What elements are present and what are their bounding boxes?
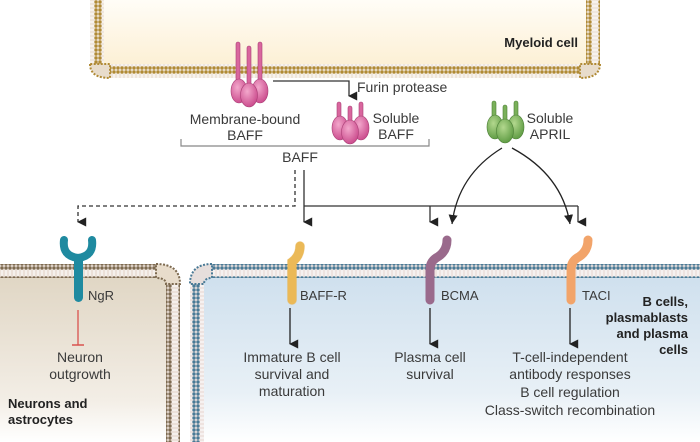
neurons-astrocytes-label-2: astrocytes <box>8 412 73 427</box>
membrane-bound-baff-trimer <box>230 41 269 108</box>
b-cell-membrane <box>212 264 700 278</box>
ngr-label: NgR <box>88 288 114 303</box>
soluble-april-label: Soluble <box>527 110 574 126</box>
b-cell-interior <box>200 276 700 442</box>
taci-outcome-line-2: antibody responses <box>509 366 630 382</box>
membrane-bound-baff-label: Membrane-bound <box>190 111 301 127</box>
bcma-receptor <box>425 235 452 305</box>
baffr-receptor <box>287 241 305 305</box>
b-cells-label: B cells, <box>642 294 688 309</box>
baffr-label: BAFF-R <box>300 288 347 303</box>
furin-cleavage-arrow <box>273 80 358 101</box>
ngr-outcome-line-1: Neuron <box>57 349 103 365</box>
furin-protease-label: Furin protease <box>357 79 447 95</box>
neuron-cell-interior <box>0 276 170 442</box>
april-to-taci-arrow <box>511 147 574 225</box>
april-to-bcma-arrow <box>448 147 503 225</box>
taci-outcome-line-3: B cell regulation <box>520 384 620 400</box>
b-cell: B cells, plasmablasts and plasma cells <box>188 262 700 442</box>
taci-outcome-line-4: Class-switch recombination <box>485 402 655 418</box>
membrane-bound-baff-label-2: BAFF <box>227 127 263 143</box>
ngr-receptor <box>59 236 97 302</box>
soluble-april-label-2: APRIL <box>530 126 571 142</box>
myeloid-cell: Myeloid cell <box>88 0 602 80</box>
myeloid-cell-label: Myeloid cell <box>504 35 578 50</box>
myeloid-membrane <box>110 64 580 78</box>
b-cells-label-2: plasmablasts <box>606 310 688 325</box>
baffr-outcome-line-3: maturation <box>259 383 325 399</box>
baff-group-label: BAFF <box>282 149 318 165</box>
myeloid-cell-interior <box>100 0 590 68</box>
soluble-baff-label: Soluble <box>373 110 420 126</box>
ngr-outcome-line-2: outgrowth <box>49 366 110 382</box>
baff-group-bracket <box>180 139 430 147</box>
soluble-baff-trimer <box>331 101 370 145</box>
bcma-outcome-line-1: Plasma cell <box>394 349 466 365</box>
taci-outcome-line-1: T-cell-independent <box>512 349 627 365</box>
neurons-astrocytes-label: Neurons and <box>8 396 88 411</box>
b-cells-label-4: cells <box>659 342 688 357</box>
soluble-baff-label-2: BAFF <box>378 126 414 142</box>
taci-label: TACI <box>582 288 611 303</box>
taci-receptor <box>566 235 593 305</box>
bcma-label: BCMA <box>441 288 479 303</box>
neuron-astrocyte-cell: Neurons and astrocytes <box>0 262 182 442</box>
baffr-outcome-line-2: survival and <box>255 366 330 382</box>
soluble-april-trimer <box>486 100 525 144</box>
bcma-outcome-line-2: survival <box>406 366 453 382</box>
b-cells-label-3: and plasma <box>616 326 688 341</box>
baffr-outcome-line-1: Immature B cell <box>243 349 340 365</box>
baff-to-ngr-dashed-arrow <box>77 170 296 227</box>
